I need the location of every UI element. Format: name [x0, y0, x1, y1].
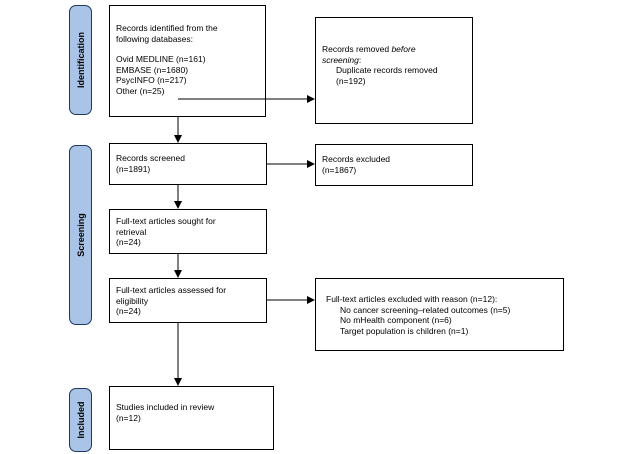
identified-heading-line1: Records identified from the: [116, 23, 218, 33]
phase-screening: Screening: [69, 145, 92, 325]
records-identified-box: Records identified from the following da…: [109, 5, 266, 117]
excluded-label: Records excluded: [322, 154, 391, 164]
database-item: Ovid MEDLINE (n=161): [116, 54, 206, 64]
removed-line2: screening:: [322, 54, 362, 65]
identified-heading-line2: following databases:: [116, 33, 194, 44]
records-screened-box: Records screened (n=1891): [109, 143, 267, 185]
excluded-count: (n=1867): [322, 164, 357, 175]
assessed-count: (n=24): [116, 306, 141, 316]
exclusion-reason: Target population is children (n=1): [340, 325, 469, 336]
database-item: PsycINFO (n=217): [116, 75, 187, 85]
records-removed-box: Records removed before screening: Duplic…: [315, 17, 473, 124]
removed-item: Duplicate records removed: [336, 65, 438, 75]
fulltext-excluded-box: Full-text articles excluded with reason …: [315, 278, 564, 351]
sought-line2: retrieval: [116, 226, 147, 237]
phase-included: Included: [69, 388, 92, 452]
fulltext-assessed-box: Full-text articles assessed for eligibil…: [109, 278, 267, 323]
database-item: EMBASE (n=1680): [116, 64, 189, 75]
fulltext-excluded-heading: Full-text articles excluded with reason …: [326, 294, 498, 304]
removed-count: (n=192): [336, 75, 366, 86]
sought-line1: Full-text articles sought for: [116, 216, 216, 226]
included-count: (n=12): [116, 412, 141, 423]
studies-included-box: Studies included in review (n=12): [109, 386, 274, 450]
removed-line1: Records removed before: [322, 44, 416, 54]
exclusion-reason: No mHealth component (n=6): [340, 315, 452, 325]
screened-count: (n=1891): [116, 163, 151, 174]
database-item: Other (n=25): [116, 85, 165, 96]
records-excluded-box: Records excluded (n=1867): [315, 144, 473, 186]
phase-identification: Identification: [69, 5, 92, 115]
sought-count: (n=24): [116, 237, 141, 247]
included-label: Studies included in review: [116, 402, 215, 412]
exclusion-reason: No cancer screening–related outcomes (n=…: [340, 304, 511, 315]
fulltext-sought-box: Full-text articles sought for retrieval …: [109, 209, 267, 254]
screened-label: Records screened: [116, 153, 185, 163]
assessed-line2: eligibility: [116, 295, 149, 306]
assessed-line1: Full-text articles assessed for: [116, 285, 227, 295]
